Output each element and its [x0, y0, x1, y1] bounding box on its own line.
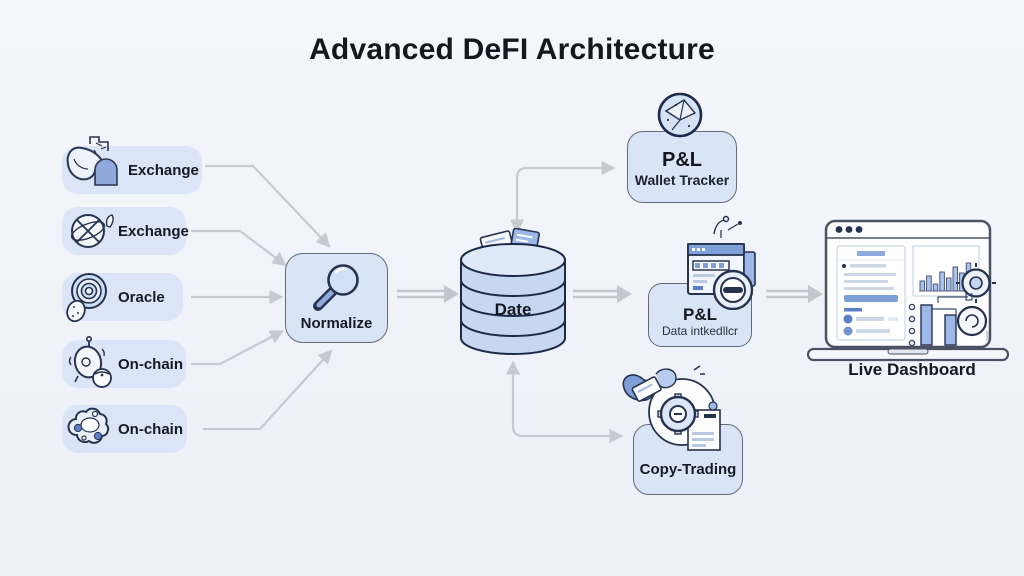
live-dashboard-label: Live Dashboard: [848, 360, 976, 379]
clock-globe-icon: [657, 92, 703, 138]
terminal-machine-icon: [687, 215, 756, 310]
arrow-exchange2-normalize: [190, 229, 287, 267]
source-label: On-chain: [118, 355, 184, 373]
double-arrow-normalize-db: [397, 285, 459, 303]
wallet-tracker-title: P&L: [662, 149, 702, 171]
source-node-oracle: Oracle: [62, 273, 183, 323]
elbow-db-copy-trading: [505, 360, 624, 444]
wallet-tracker-subtitle: Wallet Tracker: [634, 172, 730, 188]
laptop-icon: [806, 219, 1010, 362]
bell-icon: [68, 336, 112, 388]
arrow-onchain1-normalize: [190, 330, 285, 366]
pnl-engine-title: P&L: [683, 305, 717, 324]
database-cylinder-icon: [460, 228, 566, 355]
puzzle-handshake-icon: [66, 136, 118, 186]
globe-x-icon: [70, 214, 114, 248]
magnifier-icon: [312, 264, 359, 311]
source-label: On-chain: [118, 420, 184, 438]
target-icon: [66, 273, 107, 323]
double-arrow-db-pnl: [573, 285, 632, 303]
source-label: Exchange: [128, 161, 199, 179]
gear-document-hand-icon: [622, 365, 721, 451]
source-node-onchain-2: On-chain: [62, 405, 187, 453]
normalize-label: Normalize: [300, 315, 373, 332]
page-title: Advanced DeFI Architecture: [309, 33, 715, 66]
copy-trading-node: Copy-Trading: [633, 424, 743, 495]
database-label: Date: [494, 300, 532, 319]
network-blob-icon: [67, 407, 110, 444]
normalize-node: Normalize: [285, 253, 388, 343]
dashboard-sidebar-panel: [836, 245, 906, 341]
pnl-engine-subtitle: Data intkedllcr: [661, 324, 739, 338]
double-arrow-pnl-dashboard: [766, 285, 823, 303]
arrow-exchange1-normalize: [204, 164, 331, 248]
dashboard-flow-sketch: [908, 293, 989, 347]
arrow-onchain2-normalize: [202, 349, 333, 431]
copy-trading-label: Copy-Trading: [639, 461, 737, 478]
source-node-exchange-2: Exchange: [62, 207, 189, 255]
elbow-db-wallet-tracker: [509, 160, 616, 234]
source-node-exchange-1: Exchange: [62, 136, 202, 194]
source-label: Exchange: [118, 222, 189, 240]
source-label: Oracle: [118, 288, 165, 306]
dashboard-gear: [956, 263, 996, 303]
wallet-tracker-node: P&L Wallet Tracker: [627, 131, 737, 203]
source-node-onchain-1: On-chain: [62, 336, 186, 388]
